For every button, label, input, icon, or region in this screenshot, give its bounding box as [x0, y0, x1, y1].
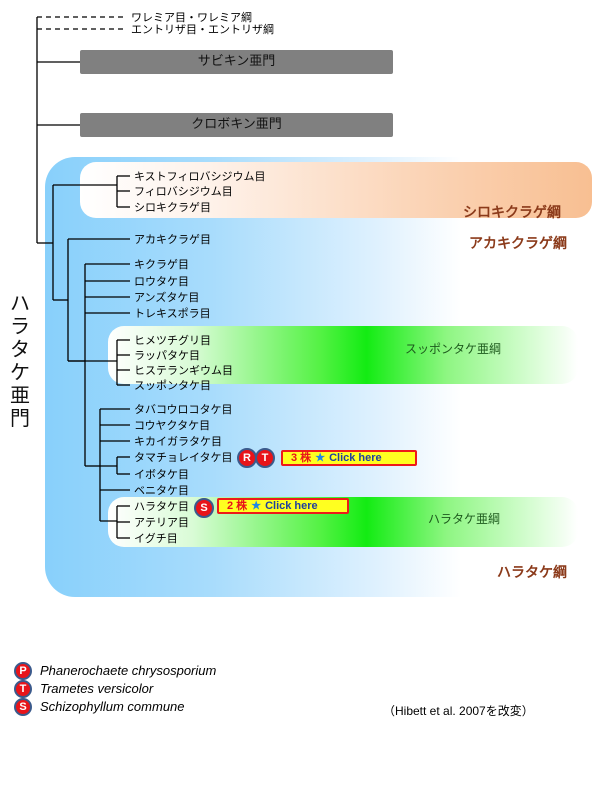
- order-cantharellales: アンズタケ目: [134, 291, 200, 304]
- order-phallales: スッポンタケ目: [134, 379, 211, 392]
- citation-credit: （Hibett et al. 2007を改変）: [383, 704, 534, 718]
- phallomycetidae-panel: [108, 326, 578, 384]
- agaricales-click-here-button[interactable]: 2 株★Click here: [217, 498, 349, 514]
- agaricomycotina-label: ハラタケ亜門: [10, 291, 30, 430]
- order-auriculariales: キクラゲ目: [134, 258, 189, 271]
- order-trechisporales: トレキスポラ目: [134, 307, 211, 320]
- order-gloeophyllales: キカイガラタケ目: [134, 435, 222, 448]
- tremellomycetes-panel: [80, 162, 592, 218]
- order-polyporales: タマチョレイタケ目: [134, 451, 233, 464]
- order-tremellales: シロキクラゲ目: [134, 201, 211, 214]
- class-label-dacrymycetes: アカキクラゲ綱: [469, 236, 567, 252]
- order-geastrales: ヒメツチグリ目: [134, 334, 211, 347]
- order-hymenochaetales: タバコウロコタケ目: [134, 403, 233, 416]
- order-agaricales: ハラタケ目: [134, 500, 189, 513]
- subclass-label-phallomycetidae: スッポンタケ亜綱: [405, 342, 502, 356]
- star-icon: ★: [251, 500, 262, 512]
- species-name: Trametes versicolor: [40, 681, 154, 696]
- badge-t: T: [14, 680, 32, 698]
- order-gomphales: ラッパタケ目: [134, 349, 200, 362]
- order-corticiales: コウヤクタケ目: [134, 419, 211, 432]
- polyporales-click-here-button[interactable]: 3 株★Click here: [281, 450, 417, 466]
- species-name: Phanerochaete chrysosporium: [40, 663, 217, 678]
- order-dacrymycetales: アカキクラゲ目: [134, 233, 211, 246]
- star-icon: ★: [315, 452, 326, 464]
- strain-count: 3 株: [291, 452, 312, 464]
- click-here-text: Click here: [265, 500, 318, 512]
- order-hysterangiales: ヒステランギウム目: [134, 364, 233, 377]
- order-boletales: イグチ目: [134, 532, 178, 545]
- badge-s: S: [194, 498, 214, 518]
- species-name: Schizophyllum commune: [40, 699, 185, 714]
- outgroup-entorrhiza: エントリザ目・エントリザ綱: [131, 23, 274, 36]
- ustilaginomycotina-bar: クロボキン亜門: [80, 113, 393, 137]
- order-russulales: ベニタケ目: [134, 484, 189, 497]
- order-filobasidiales: フィロバシジウム目: [134, 185, 233, 198]
- badge-s: S: [14, 698, 32, 716]
- click-here-text: Click here: [329, 452, 382, 464]
- order-atheliales: アテリア目: [134, 516, 189, 529]
- badge-t: T: [255, 448, 275, 468]
- class-label-agaricomycetes: ハラタケ綱: [497, 565, 567, 581]
- strain-count: 2 株: [227, 500, 248, 512]
- order-sebacinales: ロウタケ目: [134, 275, 189, 288]
- outgroup-wallemia: ワレミア目・ワレミア綱: [131, 11, 252, 24]
- badge-p: P: [14, 662, 32, 680]
- class-label-tremellomycetes: シロキクラゲ綱: [463, 205, 561, 221]
- order-thelephorales: イボタケ目: [134, 468, 189, 481]
- badge-r: R: [237, 448, 257, 468]
- subclass-label-agaricomycetidae: ハラタケ亜綱: [428, 512, 501, 526]
- order-cystofilobasidiales: キストフィロバシジウム目: [134, 170, 266, 183]
- pucciniomycotina-bar: サビキン亜門: [80, 50, 393, 74]
